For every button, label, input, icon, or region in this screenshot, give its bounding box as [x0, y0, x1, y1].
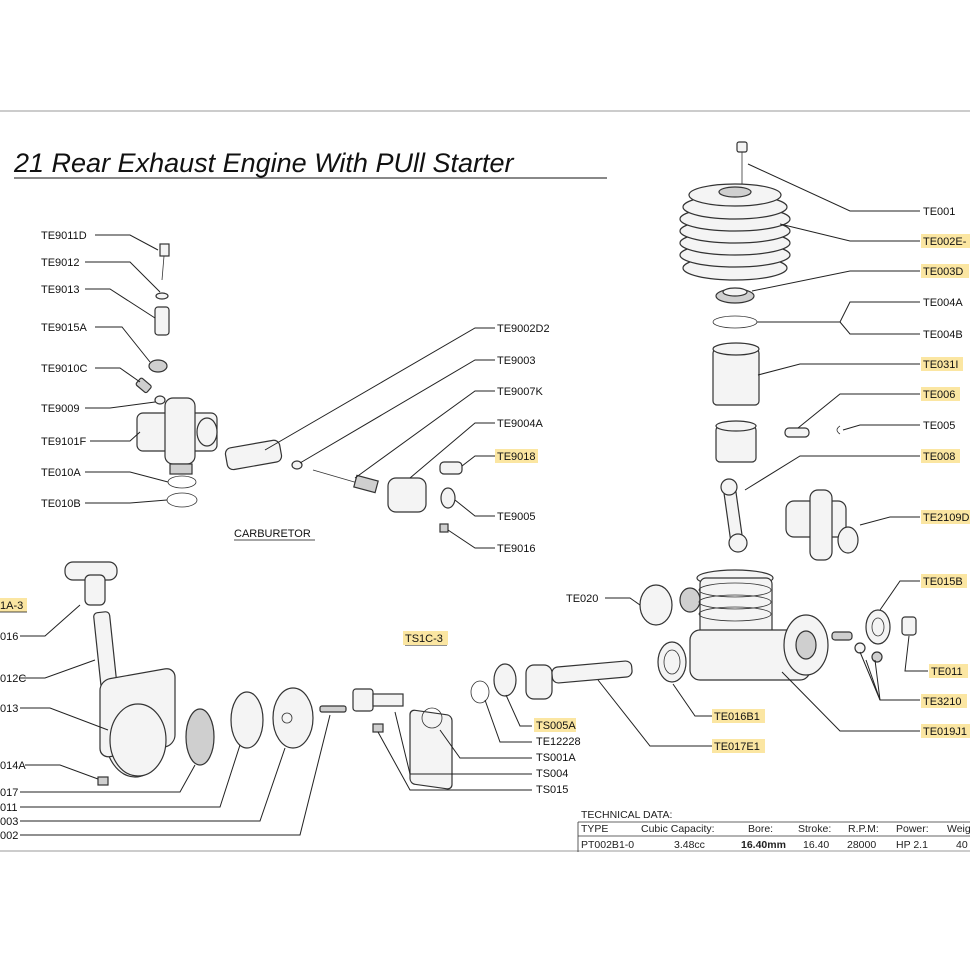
label-TE9012: TE9012 [41, 257, 80, 269]
label-TE12228: TE12228 [536, 736, 581, 748]
label-TS1C3: TS1C-3 [405, 633, 443, 645]
label-TE9015A: TE9015A [41, 322, 88, 334]
carburetor-assembly [135, 243, 463, 533]
highlight-TE017E1 [712, 739, 765, 753]
tech-value-5: HP 2.1 [896, 839, 928, 851]
tech-value-4: 28000 [847, 839, 876, 851]
tech-value-1: 3.48cc [674, 839, 705, 851]
label-TE019J1: TE019J1 [923, 726, 967, 738]
label-L012C: 012C [0, 673, 26, 685]
highlight-TE011 [929, 664, 968, 678]
cylinder-leaders [744, 163, 920, 526]
highlight-TE006 [921, 387, 960, 401]
label-TS015: TS015 [536, 784, 568, 796]
highlight-TE031I [921, 357, 963, 371]
label-TS005A: TS005A [536, 720, 576, 732]
label-TE9005: TE9005 [497, 511, 536, 523]
crankcase-assembly [470, 569, 917, 704]
label-TE001: TE001 [923, 206, 955, 218]
label-TE010B: TE010B [41, 498, 81, 510]
tech-header-2: Bore: [748, 823, 773, 835]
highlight-TS005A [534, 718, 576, 732]
label-TE020: TE020 [566, 593, 598, 605]
tech-value-2: 16.40mm [741, 839, 786, 851]
carburetor-caption: CARBURETOR [234, 528, 311, 540]
tech-header-5: Power: [896, 823, 929, 835]
highlight-TE2109D [921, 510, 970, 524]
label-TE9007K: TE9007K [497, 386, 544, 398]
highlight-TS1C3 [403, 631, 448, 645]
technical-data-table: TECHNICAL DATA: TYPE Cubic Capacity: Bor… [577, 809, 970, 852]
label-TE003D: TE003D [923, 266, 963, 278]
label-TE004A: TE004A [923, 297, 963, 309]
label-TE015B: TE015B [923, 576, 963, 588]
label-TE9018: TE9018 [497, 451, 536, 463]
label-L011: 011 [0, 802, 18, 814]
highlight-TE002E [921, 234, 970, 248]
label-TE9002D2: TE9002D2 [497, 323, 550, 335]
tech-header-4: R.P.M: [848, 823, 879, 835]
tech-header-6: Weig [947, 823, 970, 835]
label-TE010A: TE010A [41, 467, 81, 479]
highlight-TE016B1 [712, 709, 765, 723]
label-TE9004A: TE9004A [497, 418, 544, 430]
label-TE016B1: TE016B1 [714, 711, 760, 723]
label-TE006: TE006 [923, 389, 955, 401]
label-TE002E: TE002E- [923, 236, 967, 248]
label-TE011: TE011 [931, 666, 963, 678]
technical-heading: TECHNICAL DATA: [581, 809, 672, 821]
highlight-TE9018 [495, 449, 538, 463]
label-L016: 016 [0, 631, 18, 643]
label-TE3210: TE3210 [923, 696, 962, 708]
tech-value-3: 16.40 [803, 839, 829, 851]
diagram-title: 21 Rear Exhaust Engine With PUll Starter [13, 148, 514, 178]
highlight-L1A3 [0, 598, 27, 612]
tech-value-6: 40 [956, 839, 968, 851]
tech-header-0: TYPE [581, 823, 608, 835]
tech-value-0: PT002B1-0 [581, 839, 634, 851]
label-TE9013: TE9013 [41, 284, 80, 296]
tech-header-3: Stroke: [798, 823, 831, 835]
label-TS001A: TS001A [536, 752, 576, 764]
highlight-TE019J1 [921, 724, 970, 738]
label-TE004B: TE004B [923, 329, 963, 341]
label-TS004: TS004 [536, 768, 568, 780]
carburetor-leaders [85, 234, 495, 549]
backplate-assembly [352, 688, 453, 790]
label-L003: 003 [0, 816, 18, 828]
label-TE005: TE005 [923, 420, 955, 432]
label-TE9016: TE9016 [497, 543, 536, 555]
tech-header-1: Cubic Capacity: [641, 823, 715, 835]
label-L002: 002 [0, 830, 18, 842]
pull-starter-leaders [20, 604, 331, 836]
label-L017: 017 [0, 787, 18, 799]
highlight-TE015B [921, 574, 967, 588]
label-TE9003: TE9003 [497, 355, 536, 367]
label-TE2109D: TE2109D [923, 512, 970, 524]
label-TE031I: TE031I [923, 359, 958, 371]
highlight-TE003D [921, 264, 969, 278]
highlight-TE008 [921, 449, 960, 463]
label-TE9009: TE9009 [41, 403, 80, 415]
label-TE9101F: TE9101F [41, 436, 87, 448]
label-L014A: 014A [0, 760, 26, 772]
label-TE9010C: TE9010C [41, 363, 88, 375]
label-TE008: TE008 [923, 451, 955, 463]
crankcase-leaders [597, 580, 928, 747]
cylinder-head-assembly [679, 141, 859, 561]
label-L1A3: 1A-3 [0, 600, 23, 612]
highlight-TE3210 [921, 694, 967, 708]
pull-starter-assembly [64, 561, 347, 786]
label-TE9011D: TE9011D [41, 230, 87, 242]
label-L013: 013 [0, 703, 18, 715]
label-TE017E1: TE017E1 [714, 741, 760, 753]
